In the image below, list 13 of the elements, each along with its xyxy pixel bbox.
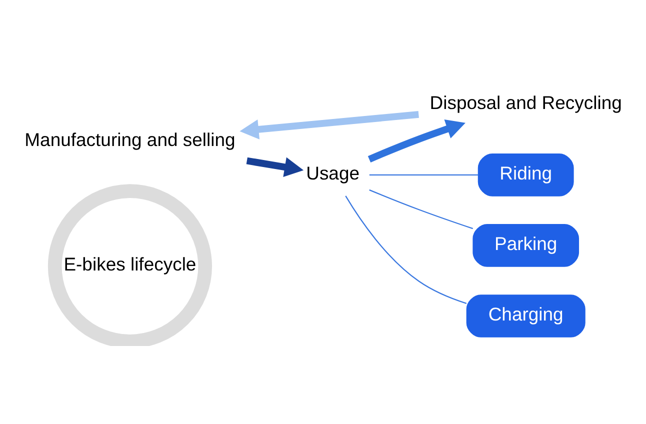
connector bbox=[369, 174, 478, 176]
node-text: Manufacturing and selling bbox=[24, 128, 236, 150]
node-circle: E-bikes lifecycle bbox=[48, 184, 212, 346]
connector bbox=[345, 195, 467, 304]
arrow bbox=[368, 118, 466, 162]
node-box: Parking bbox=[472, 224, 580, 266]
node-text: Disposal and Recycling bbox=[430, 91, 622, 112]
node-box: Riding bbox=[478, 153, 574, 196]
node-text: Usage bbox=[306, 162, 360, 183]
arrow bbox=[246, 156, 304, 176]
node-box: Charging bbox=[466, 294, 586, 337]
arrow bbox=[240, 110, 419, 139]
connector bbox=[369, 188, 474, 229]
